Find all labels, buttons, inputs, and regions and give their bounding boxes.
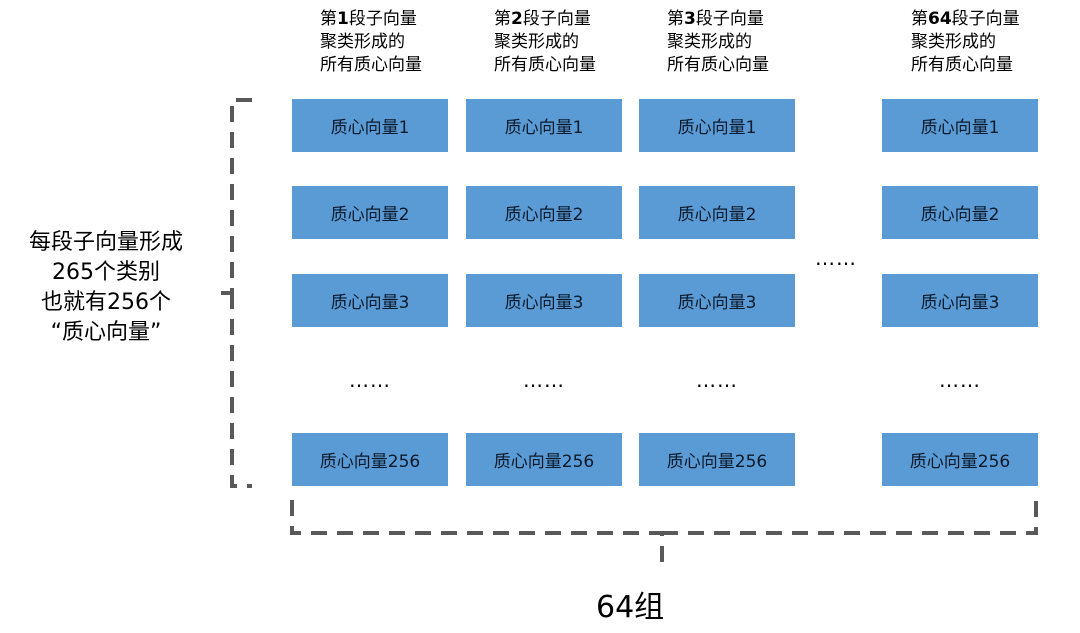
column-header-2: 第2段子向量 聚类形成的 所有质心向量 — [494, 8, 596, 77]
column-header-1: 第1段子向量 聚类形成的 所有质心向量 — [320, 8, 422, 77]
left-label: 每段子向量形成 265个类别 也就有256个 “质心向量” — [0, 228, 212, 348]
column-header-64: 第64段子向量 聚类形成的 所有质心向量 — [911, 8, 1020, 77]
left-label-line4: “质心向量” — [50, 320, 162, 345]
left-label-line1: 每段子向量形成 — [28, 230, 183, 255]
header-prefix: 第 — [667, 9, 684, 29]
centroid-cell-c64-r3: 质心向量3 — [882, 274, 1038, 327]
column-header-3: 第3段子向量 聚类形成的 所有质心向量 — [667, 8, 769, 77]
centroid-cell-c1-r3: 质心向量3 — [292, 274, 448, 327]
column-ellipsis: …… — [815, 246, 857, 270]
centroid-cell-c64-r256: 质心向量256 — [882, 433, 1038, 486]
header-number: 2 — [511, 9, 523, 29]
column-header-2-line1: 第2段子向量 — [494, 8, 596, 31]
header-suffix: 段子向量 — [522, 9, 591, 29]
header-number: 64 — [928, 9, 952, 29]
header-prefix: 第 — [494, 9, 511, 29]
centroid-cell-c3-r3: 质心向量3 — [639, 274, 795, 327]
column-header-2-line3: 所有质心向量 — [494, 55, 596, 75]
left-label-line3: 也就有256个 — [41, 290, 171, 315]
header-suffix: 段子向量 — [695, 9, 764, 29]
column-header-64-line3: 所有质心向量 — [911, 55, 1013, 75]
column-header-3-line3: 所有质心向量 — [667, 55, 769, 75]
centroid-cell-c2-r256: 质心向量256 — [466, 433, 622, 486]
column-header-2-line2: 聚类形成的 — [494, 32, 579, 52]
left-bracket — [216, 98, 252, 488]
bottom-bracket — [290, 500, 1038, 568]
row-ellipsis-c1: …… — [349, 368, 391, 392]
header-prefix: 第 — [911, 9, 928, 29]
centroid-cell-c2-r3: 质心向量3 — [466, 274, 622, 327]
row-ellipsis-c64: …… — [939, 368, 981, 392]
header-suffix: 段子向量 — [951, 9, 1020, 29]
column-header-1-line2: 聚类形成的 — [320, 32, 405, 52]
header-number: 1 — [337, 9, 349, 29]
centroid-cell-c3-r256: 质心向量256 — [639, 433, 795, 486]
column-header-3-line1: 第3段子向量 — [667, 8, 769, 31]
bottom-label: 64组 — [596, 590, 665, 625]
header-number: 3 — [684, 9, 696, 29]
centroid-cell-c2-r1: 质心向量1 — [466, 99, 622, 152]
centroid-cell-c1-r1: 质心向量1 — [292, 99, 448, 152]
header-suffix: 段子向量 — [348, 9, 417, 29]
centroid-cell-c1-r2: 质心向量2 — [292, 186, 448, 239]
column-header-1-line1: 第1段子向量 — [320, 8, 422, 31]
row-ellipsis-c2: …… — [523, 368, 565, 392]
row-ellipsis-c3: …… — [696, 368, 738, 392]
header-prefix: 第 — [320, 9, 337, 29]
centroid-cell-c64-r1: 质心向量1 — [882, 99, 1038, 152]
centroid-cell-c64-r2: 质心向量2 — [882, 186, 1038, 239]
column-header-1-line3: 所有质心向量 — [320, 55, 422, 75]
centroid-cell-c1-r256: 质心向量256 — [292, 433, 448, 486]
centroid-cell-c3-r1: 质心向量1 — [639, 99, 795, 152]
centroid-cell-c3-r2: 质心向量2 — [639, 186, 795, 239]
column-header-3-line2: 聚类形成的 — [667, 32, 752, 52]
centroid-cell-c2-r2: 质心向量2 — [466, 186, 622, 239]
left-label-line2: 265个类别 — [52, 260, 160, 285]
column-header-64-line2: 聚类形成的 — [911, 32, 996, 52]
column-header-64-line1: 第64段子向量 — [911, 8, 1020, 31]
